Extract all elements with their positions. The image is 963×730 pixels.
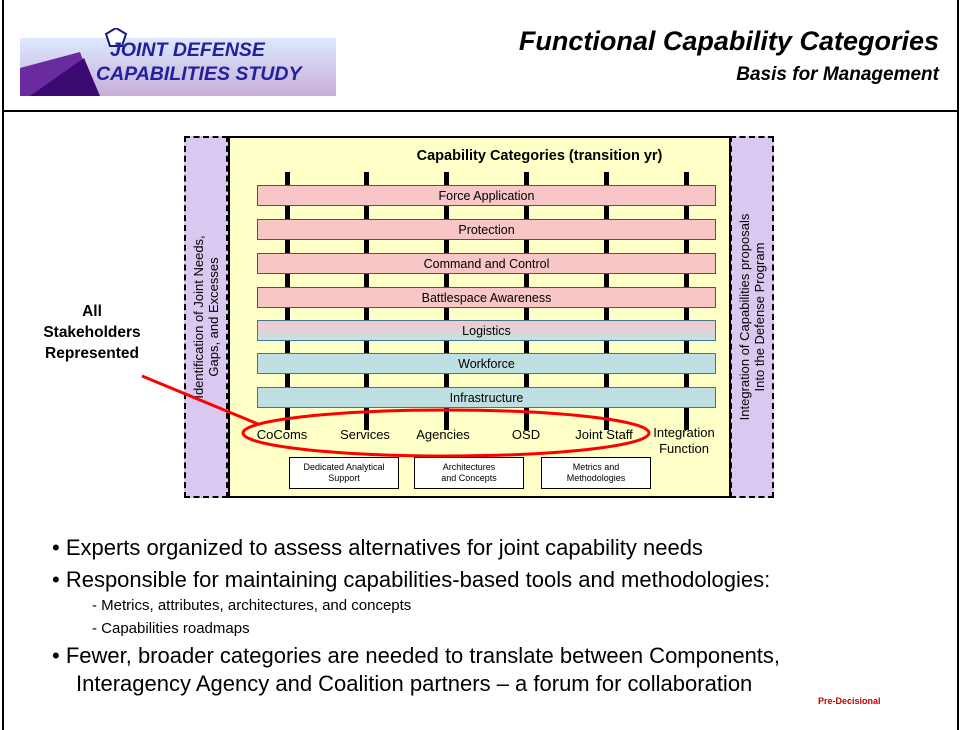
sub-bullet-1: - Metrics, attributes, architectures, an… <box>92 597 412 614</box>
column-label: Agencies <box>416 427 470 442</box>
header-divider <box>2 110 959 112</box>
logo-graphic <box>20 26 336 96</box>
category-band: Workforce <box>257 353 716 374</box>
category-band: Force Application <box>257 185 716 206</box>
column-label: Services <box>340 427 390 442</box>
stakeholder-line-1: All <box>82 303 102 320</box>
category-band: Logistics <box>257 320 716 341</box>
column-label: CoComs <box>256 427 308 442</box>
category-label: Battlespace Awareness <box>421 290 552 305</box>
support-box-line-2: Methodologies <box>566 473 626 483</box>
logo-line-1: JOINT DEFENSE <box>110 39 265 61</box>
sub-bullet-2: - Capabilities roadmaps <box>92 620 250 637</box>
page-title: Functional Capability Categories <box>518 26 939 56</box>
integration-line-1: Integration <box>653 425 715 440</box>
support-box: Dedicated Analytical Support <box>289 457 399 489</box>
bullet-2: • Responsible for maintaining capabiliti… <box>52 567 771 592</box>
stakeholder-line-2: Stakeholders <box>43 324 141 341</box>
right-panel: Integration of Capabilities proposals In… <box>730 136 774 498</box>
left-panel: Identification of Joint Needs, Gaps, and… <box>184 136 228 498</box>
support-box-line-1: Metrics and <box>572 462 620 472</box>
stakeholder-ellipse <box>241 408 651 458</box>
frame-left-border <box>2 0 4 730</box>
category-label: Infrastructure <box>449 390 524 405</box>
page-subtitle: Basis for Management <box>736 64 939 85</box>
stakeholder-line-3: Represented <box>45 345 139 362</box>
support-box: Metrics and Methodologies <box>541 457 651 489</box>
logo <box>20 26 340 98</box>
column-label: OSD <box>511 427 541 442</box>
frame-right-border <box>957 0 959 730</box>
support-box-line-1: Architectures <box>442 462 496 472</box>
support-box-line-1: Dedicated Analytical <box>303 462 385 472</box>
pentagon-icon <box>104 26 128 47</box>
support-box-line-2: and Concepts <box>441 473 497 483</box>
stakeholder-pointer-line <box>141 374 259 426</box>
category-band: Infrastructure <box>257 387 716 408</box>
category-band: Command and Control <box>257 253 716 274</box>
capability-box-title: Capability Categories (transition yr) <box>416 148 663 164</box>
bullet-3-line-1: • Fewer, broader categories are needed t… <box>52 643 781 668</box>
category-label: Protection <box>458 222 515 237</box>
integration-function-label: Integration Function <box>651 425 717 457</box>
logo-line-2: CAPABILITIES STUDY <box>96 63 302 85</box>
integration-line-2: Function <box>659 441 709 456</box>
bullet-1: • Experts organized to assess alternativ… <box>52 535 703 560</box>
category-label: Workforce <box>458 356 515 371</box>
support-box: Architectures and Concepts <box>414 457 524 489</box>
logo-text: JOINT DEFENSE CAPABILITIES STUDY <box>96 38 336 86</box>
category-label: Force Application <box>438 188 535 203</box>
column-label: Joint Staff <box>575 427 633 442</box>
category-band: Protection <box>257 219 716 240</box>
pre-decisional-marking: Pre-Decisional <box>818 696 881 706</box>
support-box-line-2: Support <box>328 473 360 483</box>
category-label: Command and Control <box>423 256 550 271</box>
category-band: Battlespace Awareness <box>257 287 716 308</box>
stakeholder-label: All Stakeholders Represented <box>37 301 147 364</box>
category-label: Logistics <box>462 323 511 338</box>
bullet-3-line-2: Interagency Agency and Coalition partner… <box>76 671 753 696</box>
